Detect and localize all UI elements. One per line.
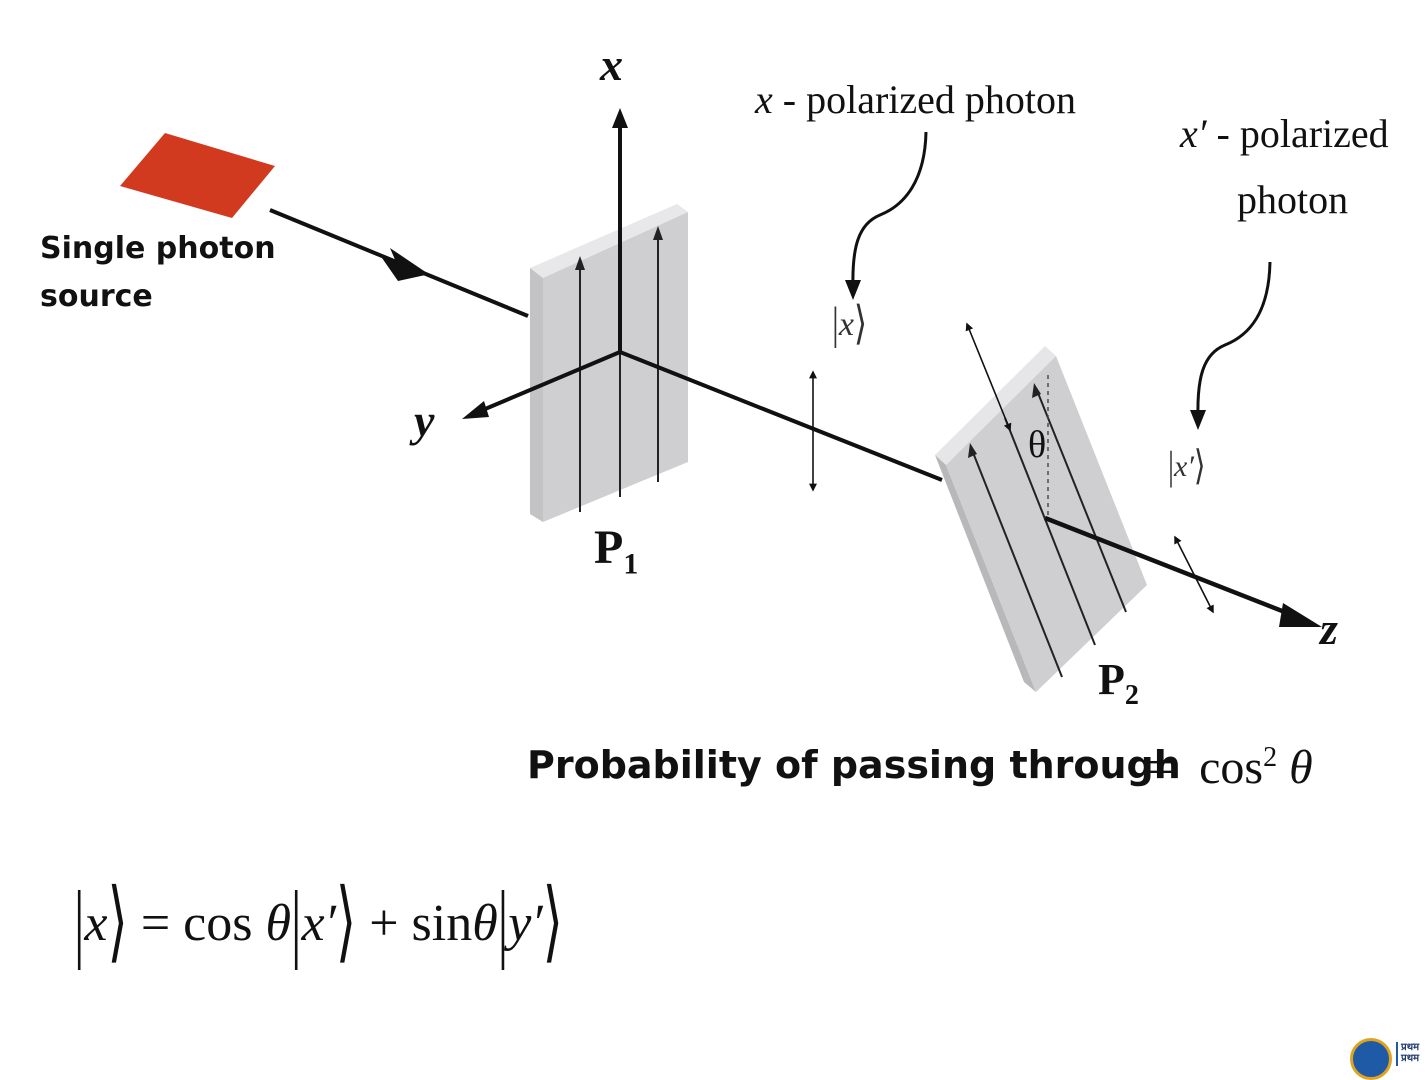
x-prime-polarization-arrow (1174, 535, 1214, 614)
photon-source (120, 133, 275, 218)
eq-ket-x-prime: x′ (301, 895, 336, 952)
y-axis-label: y (414, 395, 435, 446)
probability-cos: cos (1199, 741, 1264, 794)
x-polarized-pointer (851, 131, 928, 289)
probability-text: Probability of passing through (527, 743, 1181, 787)
eq-cos: cos (183, 895, 253, 952)
x-prime-polarized-pointer-head (1190, 410, 1206, 430)
p1-label-main: P (594, 521, 624, 574)
p2-label-sub: 2 (1124, 679, 1139, 711)
p1-label-sub: 1 (623, 547, 639, 581)
incoming-beam-arrowhead-2 (382, 258, 430, 281)
ket-x-prime-small-inner: x′ (1174, 450, 1194, 483)
x-axis-label: x (600, 39, 623, 90)
eq-theta-1: θ (265, 895, 292, 952)
z-axis-beam-2 (1044, 515, 1301, 621)
eq-equals: = (140, 895, 171, 952)
x-prime-axis-arrow (965, 322, 1012, 432)
x-prime-polarized-label-rest: - polarized (1206, 111, 1389, 156)
polarizer-p2 (935, 346, 1147, 692)
eq-ket-x: x (84, 895, 108, 952)
p2-label: P2 (1098, 655, 1139, 710)
ket-x-small-inner: x (838, 306, 854, 343)
x-prime-polarized-label: x′ - polarized (1180, 114, 1389, 154)
x-polarized-pointer-head (845, 280, 861, 300)
x-axis-arrowhead (612, 108, 628, 128)
theta-angle-label: θ (1028, 424, 1047, 466)
x-prime-polarized-pointer (1196, 261, 1272, 419)
z-axis-arrowhead (1279, 603, 1322, 627)
y-axis-line (477, 350, 621, 414)
x-polarized-label-rest: - polarized photon (772, 77, 1077, 122)
x-prime-polarized-label-var: x′ (1180, 111, 1207, 156)
ket-x-prime-small: |x′⟩ (1168, 444, 1206, 489)
source-label-line2: source (40, 279, 153, 314)
probability-formula: = cos2 θ (1148, 744, 1313, 792)
z-axis-label: z (1320, 603, 1338, 654)
eq-plus: + (369, 895, 399, 952)
probability-theta: θ (1289, 741, 1313, 794)
y-axis-arrowhead (462, 401, 489, 419)
x-polarized-label: x - polarized photon (755, 80, 1076, 120)
eq-ket-y-prime: y′ (508, 895, 543, 952)
z-axis-beam-1 (619, 350, 943, 482)
polarizer-p1 (530, 204, 688, 522)
eq-theta-2: θ (472, 895, 498, 952)
p2-label-main: P (1098, 655, 1125, 704)
x-prime-polarized-label-line2: photon (1237, 177, 1349, 222)
institution-logo-text: प्रथम प्रथम (1396, 1042, 1425, 1066)
x-polarized-label-var: x (755, 77, 773, 122)
eq-sin: sin (411, 895, 473, 952)
ket-x-small: |x⟩ (832, 299, 868, 350)
institution-logo-icon (1350, 1038, 1392, 1080)
logo-text-line1: प्रथम (1401, 1042, 1420, 1053)
probability-power: 2 (1263, 742, 1278, 773)
logo-text-line2: प्रथम (1401, 1053, 1420, 1064)
source-label-line1: Single photon (40, 231, 276, 266)
p1-label: P1 (594, 521, 638, 580)
state-decomposition-equation: |x⟩ = cos θ|x′⟩ + sinθ|y′⟩ (74, 874, 563, 972)
probability-equals: = (1148, 741, 1176, 794)
